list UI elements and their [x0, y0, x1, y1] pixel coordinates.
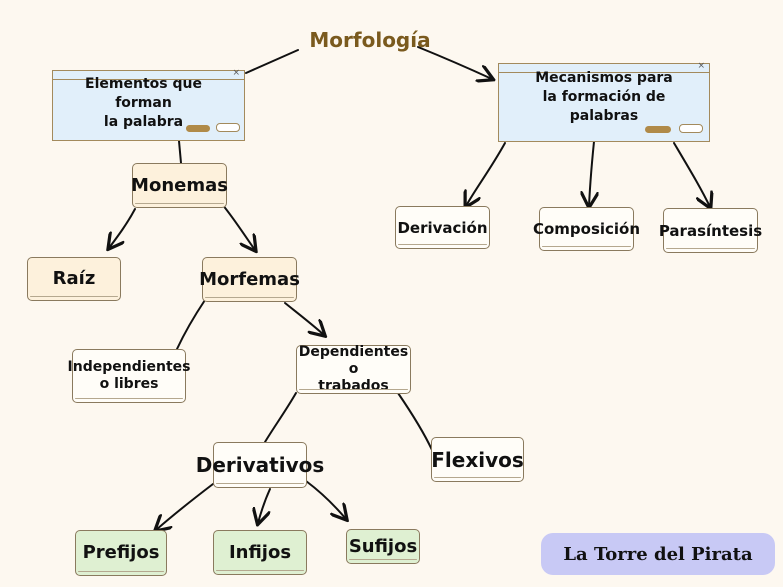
connector-dependientes-flexivos: [397, 392, 433, 451]
node-parasintesis: Parasíntesis: [659, 208, 762, 253]
node-infijos: Infijos: [213, 530, 307, 575]
connector-title-elements: [245, 49, 299, 74]
mechanisms-box: × Mecanismos para la formación de palabr…: [498, 61, 710, 142]
window-title-bar: ×: [53, 68, 244, 80]
connector-morfemas-dependientes: [284, 302, 324, 335]
node-sufijos: Sufijos: [346, 529, 420, 564]
node-monemas: Monemas: [131, 163, 228, 208]
node-prefijos: Prefijos: [75, 530, 167, 576]
connector-monemas-raiz: [109, 208, 136, 248]
brand-badge: La Torre del Pirata: [541, 533, 775, 575]
connector-dependientes-derivativos: [264, 392, 297, 443]
elements-box-label: Elementos que forman la palabra: [85, 76, 202, 130]
close-icon: ×: [697, 61, 705, 71]
node-composicion: Composición: [533, 207, 640, 251]
close-icon: ×: [232, 68, 240, 78]
window-title-bar: ×: [499, 61, 709, 73]
node-morfemas: Morfemas: [199, 257, 300, 302]
node-flexivos: Flexivos: [431, 437, 524, 482]
connector-derivativos-infijos: [258, 488, 271, 523]
node-derivativos: Derivativos: [196, 442, 324, 488]
elements-box: × Elementos que forman la palabra: [52, 68, 245, 141]
node-dependientes: Dependientes o trabados: [296, 344, 411, 394]
connector-title-mechanisms: [417, 46, 492, 79]
window-pill-outline: [679, 124, 703, 133]
window-pill-outline: [216, 123, 240, 132]
mechanisms-box-label: Mecanismos para la formación de palabras: [535, 70, 673, 124]
node-independientes: Independientes o libres: [68, 349, 191, 403]
connector-mechanisms-derivacion: [466, 142, 506, 206]
connector-derivativos-sufijos: [305, 480, 346, 519]
diagram-title: Morfología: [309, 28, 431, 52]
connector-elements-monemas: [178, 140, 182, 164]
node-derivacion: Derivación: [395, 206, 490, 249]
connector-morfemas-independientes: [176, 299, 206, 350]
connector-mechanisms-parasintesis: [673, 142, 710, 207]
connector-monemas-morfemas: [221, 203, 255, 250]
connector-derivativos-prefijos: [156, 483, 214, 530]
window-pill-filled: [186, 125, 210, 132]
node-raiz: Raíz: [27, 257, 121, 301]
window-pill-filled: [645, 126, 671, 133]
connector-mechanisms-composicion: [589, 131, 595, 206]
